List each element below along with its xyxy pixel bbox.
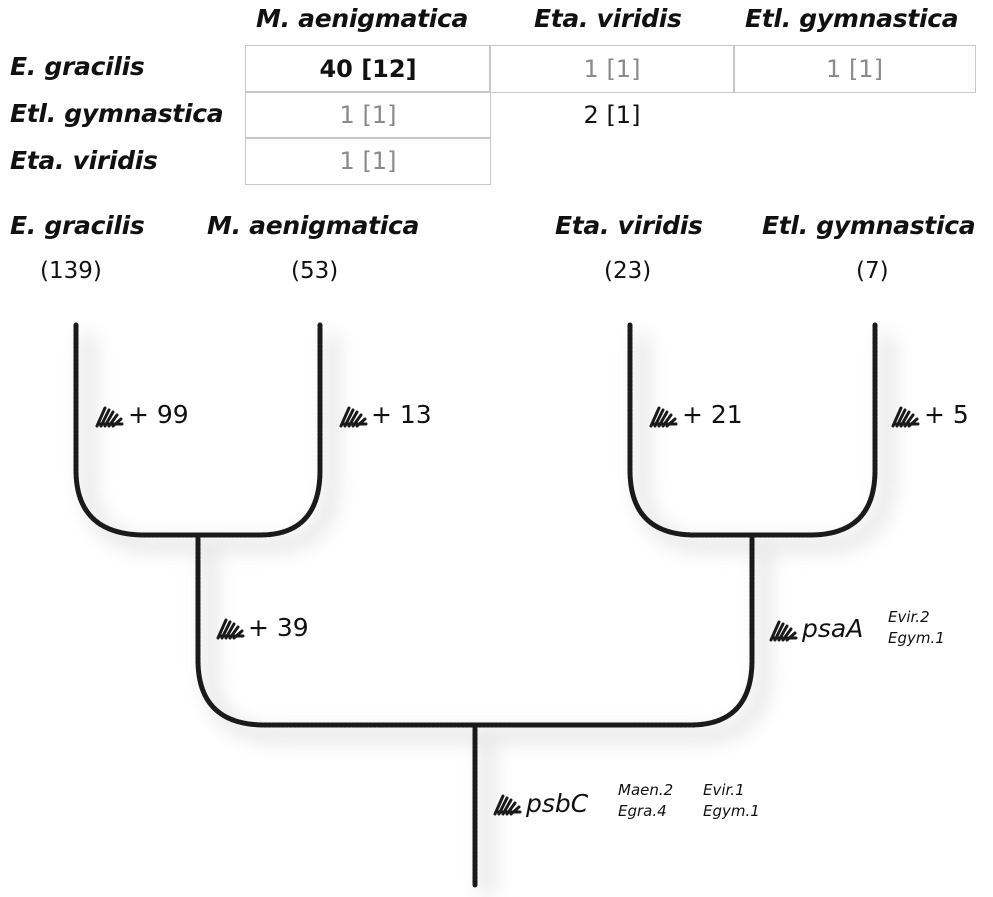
gain-gymnastica: + 5 [924, 400, 969, 429]
copy-label: Egra.4 [618, 802, 667, 820]
table-col-header: Eta. viridis [534, 4, 682, 33]
tip-count-viridis: (23) [604, 258, 652, 284]
copy-label: Evir.1 [703, 781, 745, 799]
tip-count-aenigmatica: (53) [291, 258, 339, 284]
copy-label: Evir.2 [888, 608, 930, 626]
tip-label-gymnastica: Etl. gymnastica [762, 211, 976, 240]
branch-gracilis-aenigmatica [73, 322, 323, 538]
hatch-icon [95, 406, 124, 428]
tip-label-viridis: Eta. viridis [555, 211, 703, 240]
gene-psaA-label: psaA [802, 614, 864, 643]
tip-label-aenigmatica: M. aenigmatica [207, 211, 420, 240]
table-col-header: M. aenigmatica [256, 4, 469, 33]
table-cell: 1 [1] [245, 91, 491, 139]
gene-psaA-copies: Evir.2 Egym.1 [888, 607, 945, 649]
tip-count-gracilis: (139) [40, 258, 102, 284]
hatch-icon [891, 406, 920, 428]
table-cell: 2 [1] [583, 101, 641, 129]
table-cell: 40 [12] [245, 45, 491, 93]
gene-psbC-copies-right: Evir.1 Egym.1 [703, 780, 760, 822]
gain-viridis: + 21 [682, 400, 743, 429]
table-row-header: E. gracilis [10, 52, 145, 81]
tip-label-gracilis: E. gracilis [10, 211, 145, 240]
gene-psbC-copies-left: Maen.2 Egra.4 [618, 780, 673, 822]
hatch-icon [493, 794, 522, 816]
table-row-header: Etl. gymnastica [10, 99, 224, 128]
copy-label: Egym.1 [888, 629, 945, 647]
gain-aenigmatica: + 13 [371, 400, 432, 429]
gain-euglenid-clade: + 39 [248, 613, 309, 642]
hatch-icon [216, 618, 245, 640]
gene-psbC-label: psbC [526, 789, 589, 818]
gain-gracilis: + 99 [128, 400, 189, 429]
tip-count-gymnastica: (7) [856, 258, 889, 284]
table-cell: 1 [1] [245, 137, 491, 185]
hatch-icon [649, 406, 678, 428]
table-row-header: Eta. viridis [10, 146, 158, 175]
table-cell: 1 [1] [489, 45, 735, 93]
copy-label: Egym.1 [703, 802, 760, 820]
hatch-icon [769, 620, 798, 642]
hatch-icon [339, 406, 368, 428]
copy-label: Maen.2 [618, 781, 674, 799]
branch-viridis-gymnastica [627, 322, 878, 538]
table-cell: 1 [1] [733, 45, 976, 93]
table-col-header: Etl. gymnastica [745, 4, 959, 33]
